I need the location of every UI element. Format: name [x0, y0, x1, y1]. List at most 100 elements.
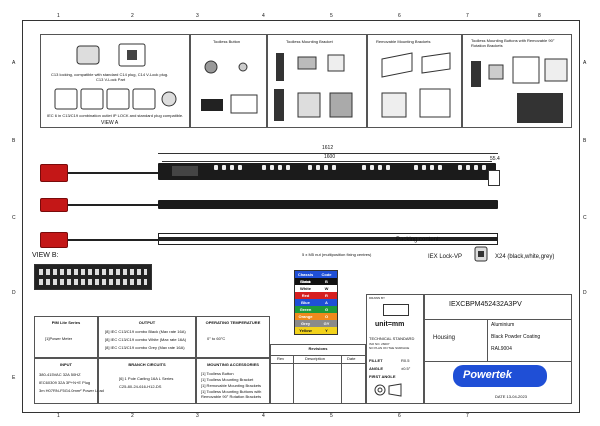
input-plug-side: [40, 198, 68, 212]
c13-lock-part: C13 V-Lock Part: [96, 77, 126, 82]
tech-line: ISO NO. 26007: [369, 342, 390, 346]
material-line: Black Powder Coating: [491, 334, 541, 340]
powertek-logo: Powertek: [453, 365, 547, 387]
revisions-table: Revisions Rev Description Date: [270, 344, 366, 404]
branch-cell: BRANCH CIRCUITS [6] 1 Pole Carling 16A L…: [98, 358, 196, 404]
packing-qty: X24 (black,white,grey): [495, 254, 555, 260]
packing-title: Packing content:: [396, 237, 441, 243]
zone-col-5: 5: [330, 13, 333, 19]
output-cell: OUTPUT [8] IEC C13/C19 combo Black (Max …: [98, 316, 196, 358]
input-plug-front: [40, 164, 68, 182]
temperature-title: OPERATING TEMPERATURE: [205, 320, 261, 325]
input-line: IEC60309 32A 3P+N+E Plug: [39, 380, 91, 385]
view-a-panel: C13 locking, compatible with standard C1…: [40, 34, 190, 128]
iec-combo-outlets: [54, 88, 177, 110]
material-line: Aluminium: [491, 322, 515, 328]
mounting-cell: MOUNTING ACCESSORIES [1] Toolless Button…: [196, 358, 270, 404]
power-cable-rear: [68, 239, 160, 241]
removable-brackets-title: Removable Mounting Brackets: [376, 39, 431, 44]
pdu-side-view: [158, 200, 498, 209]
branch-title: BRANCH CIRCUITS: [128, 362, 166, 367]
color-row-code: G: [324, 307, 329, 312]
zone-row-a-right: A: [583, 60, 587, 66]
power-meter-display: [172, 166, 198, 176]
mounting-line: [1] Toolless Mounting Buttons with Remov…: [201, 389, 262, 399]
revisions-title: Revisions: [308, 346, 328, 351]
zone-row-a: A: [12, 60, 16, 66]
mounting-line: [1] Toolless Mounting Bracket: [201, 377, 254, 382]
input-line: 3m H07RN-F5G4.0mm² Power Lead: [39, 388, 104, 393]
color-row-name: Green: [299, 307, 312, 312]
temperature-cell: OPERATING TEMPERATURE 0° to 60°C: [196, 316, 270, 358]
revisions-col-rev: Rev: [277, 356, 285, 361]
color-row-code: Y: [325, 328, 328, 333]
drawing-frame: [22, 20, 580, 413]
zone-col-4: 4: [262, 13, 265, 19]
revisions-col-date: Date: [347, 356, 356, 361]
color-row-name: Blue: [301, 300, 310, 305]
zone-row-e: E: [12, 375, 16, 381]
color-row-name: Red: [301, 293, 310, 298]
zone-col-3-bottom: 3: [196, 413, 199, 419]
toolless-button-illustration: [201, 60, 258, 114]
color-row-name: White: [300, 286, 311, 291]
inner-dimension: 1600: [324, 154, 336, 160]
rotation-brackets-illustration: [471, 56, 568, 123]
output-line: [8] IEC C13/C19 combo Grey (Max rate 16A…: [105, 345, 185, 350]
zone-col-7-bottom: 7: [466, 413, 469, 419]
pdu-end-cap: [488, 170, 500, 186]
zone-col-2: 2: [131, 13, 134, 19]
input-title: INPUT: [60, 362, 72, 367]
color-row-name: Grey: [300, 321, 311, 326]
iex-lock-icon: [474, 246, 488, 262]
toolless-bracket-illustration: [274, 53, 353, 121]
angle-label: ANGLE: [369, 366, 383, 371]
color-table-header-name: Chassis Color: [297, 272, 314, 284]
zone-col-5-bottom: 5: [330, 413, 333, 419]
input-line: 380-415VAC 32A 50HZ: [39, 372, 81, 377]
unit-label: unit=mm: [375, 321, 405, 328]
branch-line: [6] 1 Pole Carling 16A L Series: [119, 376, 174, 381]
zone-row-c-right: C: [583, 215, 587, 221]
overall-dimension-line: [158, 153, 498, 154]
zone-col-4-bottom: 4: [262, 413, 265, 419]
color-table-header-code: Code: [321, 272, 332, 277]
color-row-code: A: [325, 300, 328, 305]
power-cable-side: [68, 204, 160, 206]
branch-line: C25-80-24-616-H12-DS: [119, 384, 162, 389]
rotation-brackets-title: Toolless Mounting Buttons with Removable…: [471, 38, 555, 48]
overall-dimension: 1612: [322, 145, 334, 151]
brand-name: Powertek: [463, 369, 512, 381]
angle-value: ±0.5°: [401, 366, 411, 371]
first-angle-label: FIRST ANGLE: [369, 374, 396, 379]
removable-brackets-panel: Removable Mounting Brackets: [367, 34, 462, 128]
output-line: [8] IEC C13/C19 combo White (Max rate 16…: [105, 337, 187, 342]
zone-col-6: 6: [398, 13, 401, 19]
output-title: OUTPUT: [138, 320, 156, 325]
drawn-by-logo: [383, 304, 409, 316]
color-row-name: Black: [300, 279, 311, 284]
tech-line: NO PLAN ON THE SURFACE: [369, 346, 410, 350]
fillet-label: FILLET: [369, 358, 383, 363]
rotation-brackets-panel: Toolless Mounting Buttons with Removable…: [462, 34, 572, 128]
title-block-left: DRAWN BY unit=mm TECHNICAL STANDARD ISO …: [366, 294, 424, 404]
toolless-button-title: Toolless Button: [213, 39, 241, 44]
view-b-outlets: [34, 264, 152, 290]
drawn-by-label: DRAWN BY: [369, 296, 386, 300]
color-row-code: W: [324, 286, 329, 291]
end-dimension: 55.4: [490, 156, 500, 162]
color-row-code: R: [325, 293, 328, 298]
material-line: RAL9004: [491, 346, 512, 352]
mounting-line: [1] Toolless Button: [201, 371, 234, 376]
zone-row-d: D: [12, 290, 16, 296]
zone-col-3: 3: [196, 13, 199, 19]
mounting-line: [1] Removable Mounting Brackets: [201, 383, 262, 388]
pim-series-cell: PIM Lite Series [1]Power Meter: [34, 316, 98, 358]
removable-brackets-illustration: [381, 52, 451, 118]
toolless-bracket-panel: Toolless Mounting Bracket: [267, 34, 367, 128]
color-row-code: B: [325, 279, 328, 284]
toolless-bracket-title: Toolless Mounting Bracket: [286, 39, 333, 44]
zone-col-1-bottom: 1: [57, 413, 60, 419]
zone-col-1: 1: [57, 13, 60, 19]
part-number: IEXCBPM452432A3PV: [449, 301, 522, 308]
